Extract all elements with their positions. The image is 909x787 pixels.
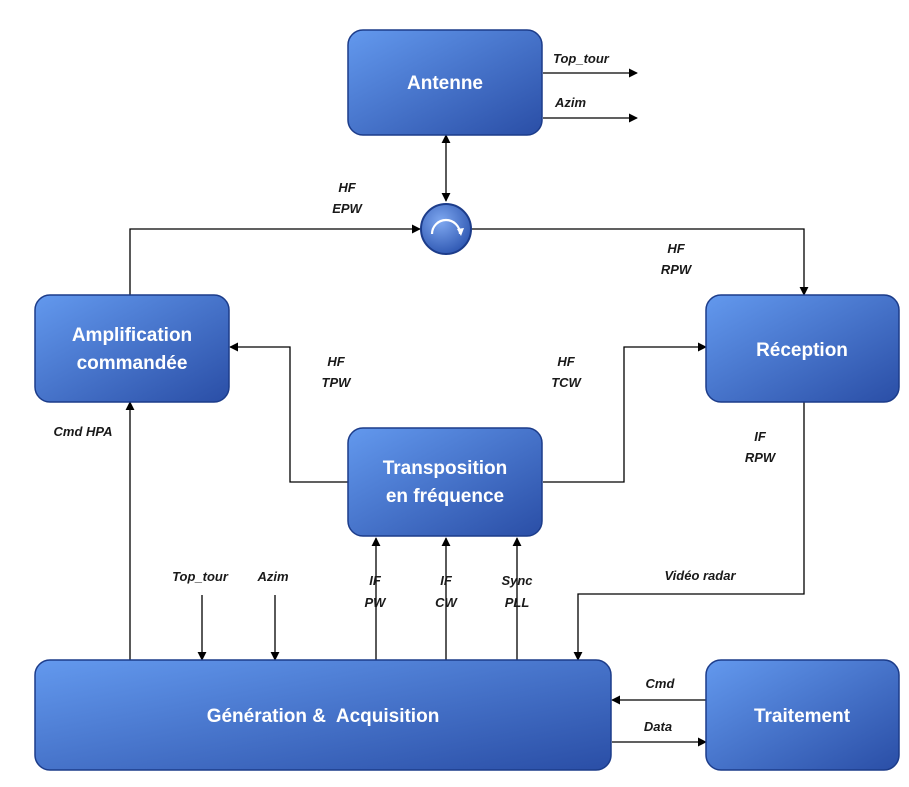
generation-label: Génération & Acquisition bbox=[207, 706, 440, 727]
if-rpw-label-2: RPW bbox=[745, 450, 777, 465]
data-label: Data bbox=[644, 719, 672, 734]
reception-label: Réception bbox=[756, 340, 848, 361]
if-pw-label-1: IF bbox=[369, 573, 382, 588]
hf-tpw-label-2: TPW bbox=[322, 375, 353, 390]
sync-pll-label-1: Sync bbox=[501, 573, 533, 588]
hf-tcw-wire bbox=[543, 342, 707, 483]
if-rpw-label-1: IF bbox=[754, 429, 767, 444]
hf-epw-label-1: HF bbox=[338, 180, 356, 195]
hf-rpw-label-2: RPW bbox=[661, 262, 693, 277]
amplification-block: Amplification commandée bbox=[34, 294, 230, 403]
if-pw-label-2: PW bbox=[365, 595, 388, 610]
video-radar-label: Vidéo radar bbox=[664, 568, 736, 583]
antenna-azim-label: Azim bbox=[554, 95, 587, 110]
transposition-block: Transposition en fréquence bbox=[347, 427, 543, 537]
if-cw-label-1: IF bbox=[440, 573, 453, 588]
hf-rpw-wire bbox=[472, 228, 809, 296]
amplification-label-line1: Amplification bbox=[72, 325, 192, 346]
reception-block: Réception bbox=[705, 294, 900, 403]
cmd-label: Cmd bbox=[646, 676, 676, 691]
antenne-label: Antenne bbox=[407, 73, 483, 94]
traitement-block: Traitement bbox=[705, 659, 900, 771]
hf-epw-label-2: EPW bbox=[332, 201, 363, 216]
cmd-hpa-label: Cmd HPA bbox=[54, 424, 113, 439]
gen-azim-label: Azim bbox=[256, 569, 289, 584]
sync-pll-label-2: PLL bbox=[505, 595, 530, 610]
generation-acquisition-block: Génération & Acquisition bbox=[34, 659, 612, 771]
hf-tpw-wire bbox=[229, 342, 348, 483]
antenne-block: Antenne bbox=[347, 29, 543, 136]
if-cw-label-2: CW bbox=[435, 595, 458, 610]
hf-tcw-label-2: TCW bbox=[551, 375, 582, 390]
traitement-label: Traitement bbox=[754, 706, 851, 727]
video-radar-wire bbox=[573, 402, 805, 661]
amplification-label-line2: commandée bbox=[77, 353, 188, 374]
transposition-label-line2: en fréquence bbox=[386, 486, 504, 507]
hf-epw-wire bbox=[129, 224, 421, 295]
hf-rpw-label-1: HF bbox=[667, 241, 685, 256]
circulator-icon bbox=[420, 203, 472, 255]
gen-top-tour-label: Top_tour bbox=[172, 569, 229, 584]
antenna-top-tour-label: Top_tour bbox=[553, 51, 610, 66]
transposition-label-line1: Transposition bbox=[383, 458, 508, 479]
hf-tpw-label-1: HF bbox=[327, 354, 345, 369]
hf-tcw-label-1: HF bbox=[557, 354, 575, 369]
